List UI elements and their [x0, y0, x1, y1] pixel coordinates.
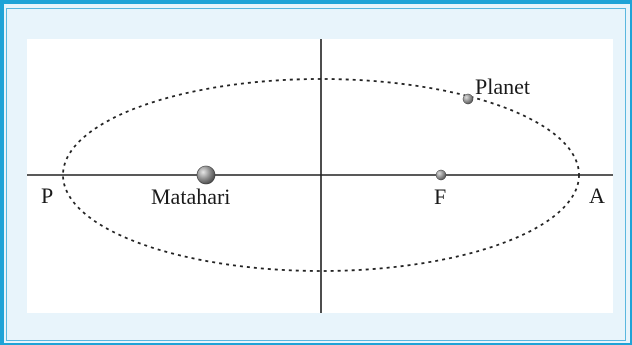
diagram-panel: [27, 39, 613, 313]
focus-label: F: [434, 184, 446, 209]
perihelion-label: P: [41, 183, 53, 208]
sun-label: Matahari: [151, 184, 230, 209]
focus-point: [435, 169, 447, 181]
aphelion-label: A: [589, 183, 605, 208]
orbit-ellipse: [62, 78, 580, 272]
sun-body: [196, 165, 216, 185]
planet-body: [462, 93, 474, 105]
planet-label: Planet: [475, 74, 530, 99]
